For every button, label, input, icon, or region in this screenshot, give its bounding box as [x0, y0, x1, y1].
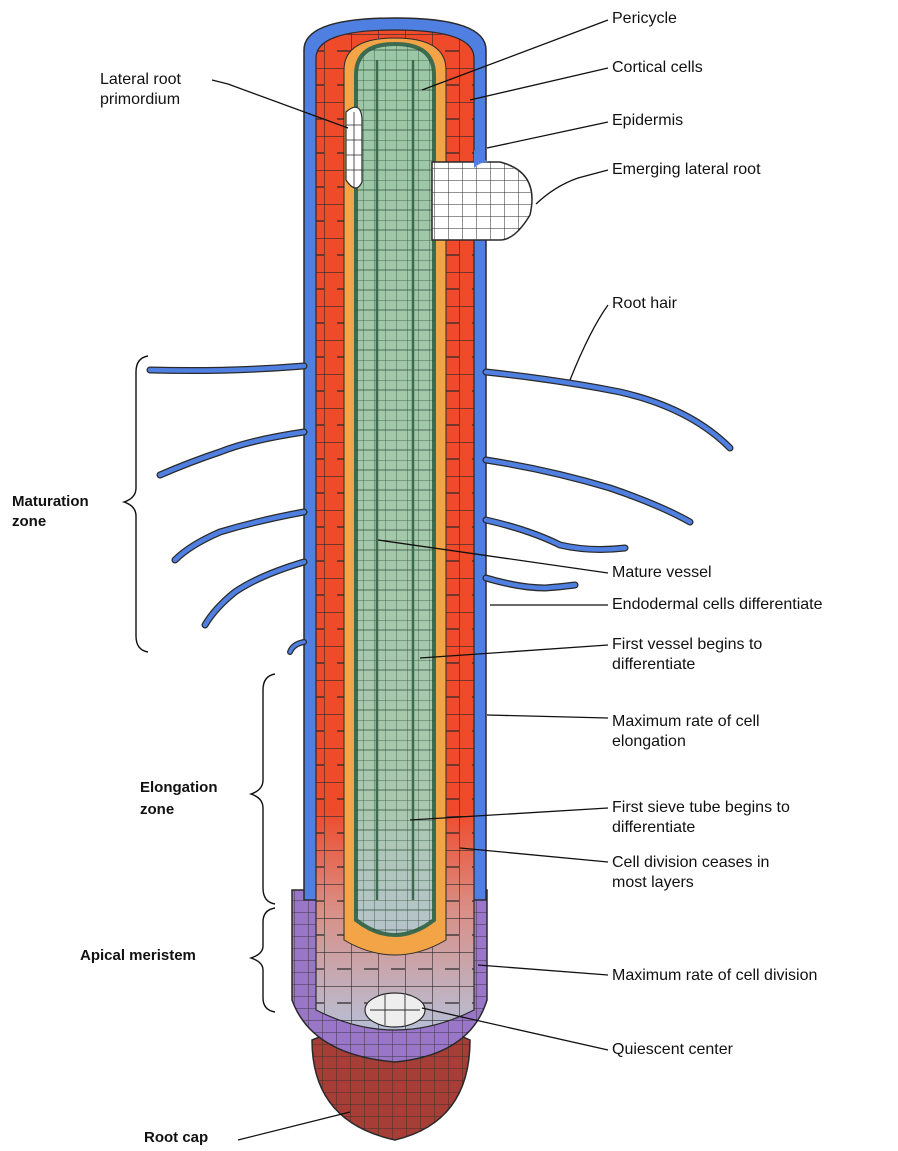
leader-cortical-cells — [470, 68, 608, 100]
label-first-sieve-line1: First sieve tube begins to — [612, 798, 790, 818]
emerging-lateral-root-shape — [432, 150, 532, 240]
label-root-hair: Root hair — [612, 294, 677, 314]
quiescent-center-shape — [365, 993, 425, 1027]
label-pericycle: Pericycle — [612, 9, 677, 29]
leader-max-elongation — [487, 715, 608, 718]
root-hair-left-2 — [160, 432, 304, 475]
root-hair-right-2 — [486, 460, 690, 522]
zone-apical-meristem: Apical meristem — [80, 946, 196, 966]
label-first-vessel-line2: differentiate — [612, 655, 695, 675]
zone-maturation-line1: Maturation — [12, 492, 89, 512]
label-epidermis: Epidermis — [612, 111, 683, 131]
label-cortical-cells: Cortical cells — [612, 58, 703, 78]
label-max-elongation-line2: elongation — [612, 732, 686, 752]
leader-root-cap — [238, 1112, 350, 1140]
label-root-cap: Root cap — [144, 1128, 208, 1148]
lateral-root-primordium-shape — [346, 107, 362, 188]
label-max-division: Maximum rate of cell division — [612, 966, 817, 986]
label-quiescent-center: Quiescent center — [612, 1040, 733, 1060]
stele-shape — [356, 44, 434, 935]
zone-elongation-line2: zone — [140, 800, 174, 820]
label-division-ceases-line2: most layers — [612, 873, 694, 893]
label-first-vessel-line1: First vessel begins to — [612, 635, 762, 655]
root-hair-right-3-fill — [486, 520, 625, 549]
label-endodermal-cells: Endodermal cells differentiate — [612, 595, 823, 615]
label-first-sieve-line2: differentiate — [612, 818, 695, 838]
zone-elongation-line1: Elongation — [140, 778, 218, 798]
root-hair-right-1 — [486, 372, 730, 448]
root-hair-left-4-fill — [205, 562, 304, 625]
root-hair-right-2-fill — [486, 460, 690, 522]
root-hair-left-4 — [205, 562, 304, 625]
label-lateral-root-line2: primordium — [100, 90, 180, 110]
root-hair-right-4-fill — [486, 578, 575, 588]
zone-brackets — [124, 356, 275, 1012]
label-division-ceases-line1: Cell division ceases in — [612, 853, 769, 873]
label-lateral-root-line1: Lateral root — [100, 70, 181, 90]
label-max-elongation-line1: Maximum rate of cell — [612, 712, 760, 732]
leader-epidermis — [487, 122, 608, 148]
label-mature-vessel: Mature vessel — [612, 563, 712, 583]
leader-max-division — [478, 965, 608, 975]
root-hair-right-1-fill — [486, 372, 730, 448]
bracket-elongation — [251, 674, 275, 904]
bracket-maturation — [124, 356, 148, 652]
leader-root-hair — [570, 305, 608, 380]
root-hair-left-3 — [175, 512, 304, 560]
leader-emerging-lateral-root — [536, 170, 608, 204]
bracket-apical — [251, 908, 275, 1012]
label-emerging-lateral-root: Emerging lateral root — [612, 160, 761, 180]
zone-maturation-line2: zone — [12, 512, 46, 532]
